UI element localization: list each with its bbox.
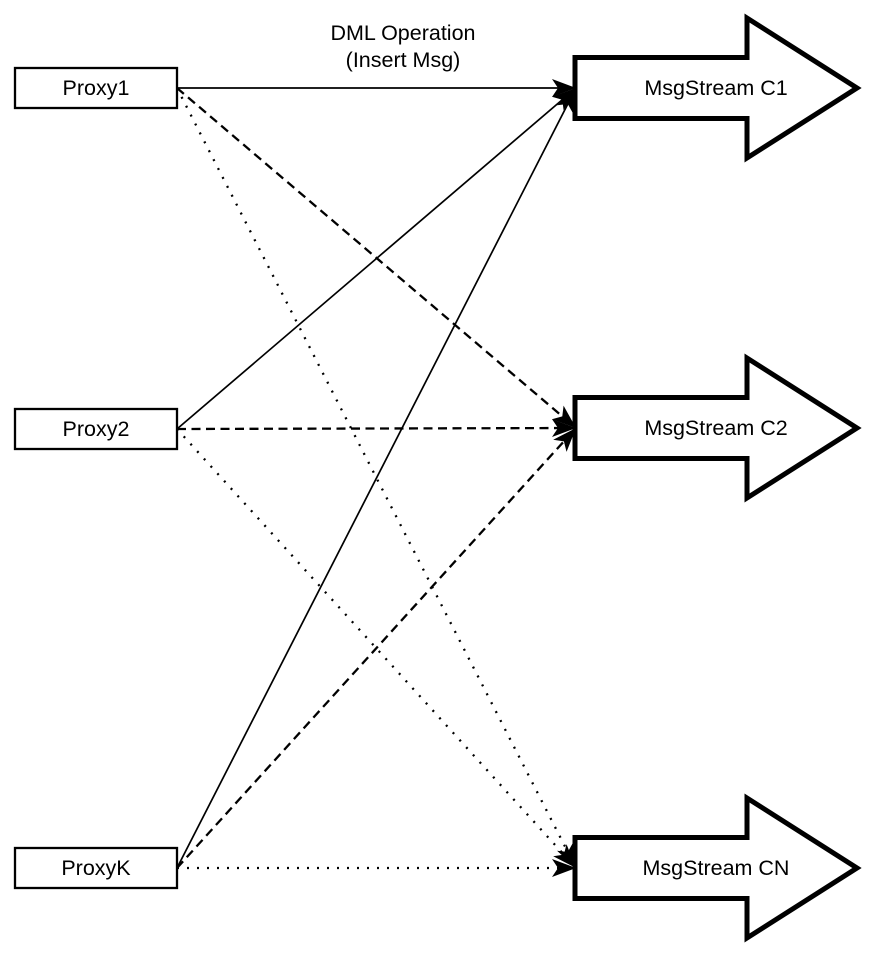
proxyK-box [13, 846, 179, 890]
annotation-line-2: (Insert Msg) [346, 48, 461, 72]
proxyK-label: ProxyK [61, 856, 131, 880]
msgstream-c2-arrow [572, 353, 862, 503]
msgstream-cn-node: MsgStream CN [572, 793, 862, 943]
msgstream-c2-node: MsgStream C2 [572, 353, 862, 503]
msgstream-cn-label: MsgStream CN [643, 856, 790, 880]
msgstream-cn-arrow [572, 793, 862, 943]
edges-layer [175, 79, 578, 877]
proxy2-box [13, 407, 179, 451]
msgstream-c1-node: MsgStream C1 [572, 13, 862, 163]
proxy1-label: Proxy1 [63, 76, 130, 100]
proxy1-box [13, 66, 179, 110]
dml-operation-annotation: DML Operation (Insert Msg) [331, 21, 476, 72]
proxy2-label: Proxy2 [63, 417, 130, 441]
annotation-line-1: DML Operation [331, 21, 476, 45]
edge-proxy2-c1 [176, 87, 577, 430]
edge-proxy1-cn [175, 87, 578, 869]
edge-proxy2-c2 [176, 419, 577, 438]
edge-proxyK-c1 [176, 87, 577, 869]
proxy1-node: Proxy1 [13, 66, 179, 110]
proxy2-node: Proxy2 [13, 407, 179, 451]
msgstream-c2-label: MsgStream C2 [644, 416, 787, 440]
msgstream-c1-arrow [572, 13, 862, 163]
msgstream-c1-label: MsgStream C1 [644, 76, 787, 100]
edge-proxyK-c2 [176, 427, 577, 869]
proxyK-node: ProxyK [13, 846, 179, 890]
